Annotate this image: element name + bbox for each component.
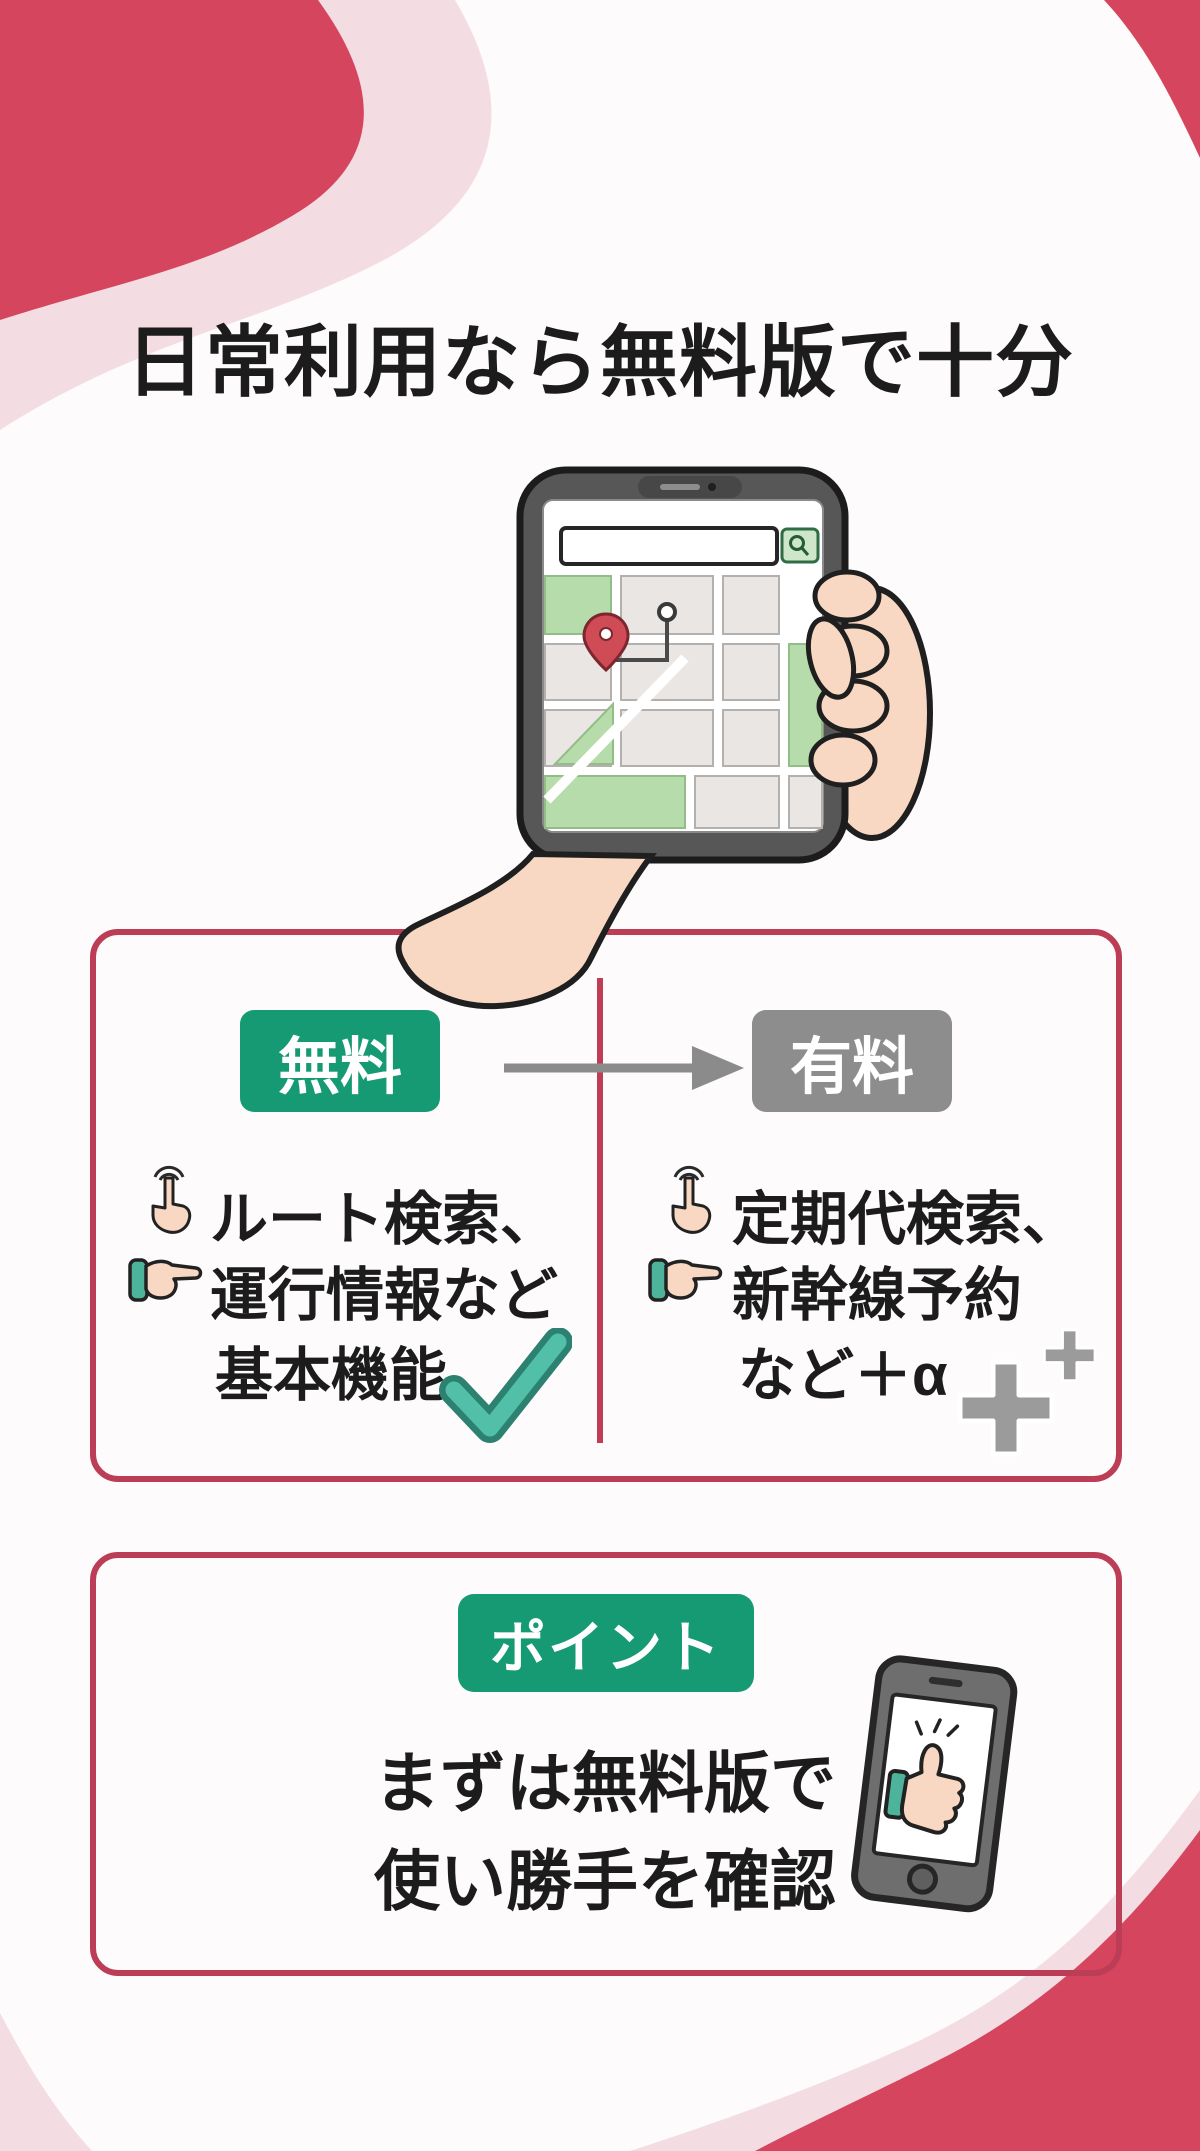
fingers: [805, 569, 890, 788]
tap-icon: [671, 1165, 712, 1234]
page-title: 日常利用なら無料版で十分: [125, 318, 1074, 406]
top-right-wedge-decoration: [1104, 0, 1200, 158]
free-feature-1: ルート検索、: [210, 1187, 559, 1252]
point-badge: ポイント: [458, 1594, 754, 1692]
tap-icon: [151, 1165, 192, 1234]
location-pin-icon: [582, 612, 630, 673]
top-left-wave-decoration: [0, 0, 492, 430]
wrist: [395, 850, 657, 1010]
free-feature-2: 運行情報など: [210, 1263, 559, 1328]
arrow-right-icon: [504, 1046, 744, 1090]
search-bar: [559, 526, 779, 566]
paid-badge: 有料: [752, 1010, 952, 1112]
thumb: [805, 616, 857, 700]
route-line: [613, 620, 669, 662]
point-line-1: まずは無料版で: [374, 1746, 836, 1820]
free-feature-3: 基本機能: [215, 1343, 448, 1408]
checkmark-icon: [439, 1328, 572, 1443]
thumbs-up-phone-icon: [851, 1655, 1018, 1913]
paid-feature-1: 定期代検索、: [732, 1187, 1081, 1252]
paid-feature-3: など＋α: [738, 1343, 948, 1408]
search-button: [780, 527, 820, 564]
pointing-hand-icon: [648, 1258, 723, 1302]
free-badge: 無料: [240, 1010, 440, 1112]
destination-circle-icon: [657, 602, 677, 622]
comparison-divider: [597, 978, 603, 1443]
pointing-hand-icon: [128, 1258, 203, 1302]
point-box: [90, 1552, 1122, 1976]
search-icon: [789, 535, 810, 556]
plus-icon: [957, 1328, 1097, 1457]
hand-holding-phone-illustration: [395, 466, 933, 1010]
point-line-2: 使い勝手を確認: [374, 1844, 836, 1918]
bottom-left-wedge-decoration: [0, 2013, 92, 2151]
map-diagonal-road: [543, 654, 689, 804]
bottom-right-wave-decoration: [630, 1790, 1200, 2151]
map-grid: [544, 575, 823, 829]
paid-feature-2: 新幹線予約: [732, 1263, 1023, 1328]
